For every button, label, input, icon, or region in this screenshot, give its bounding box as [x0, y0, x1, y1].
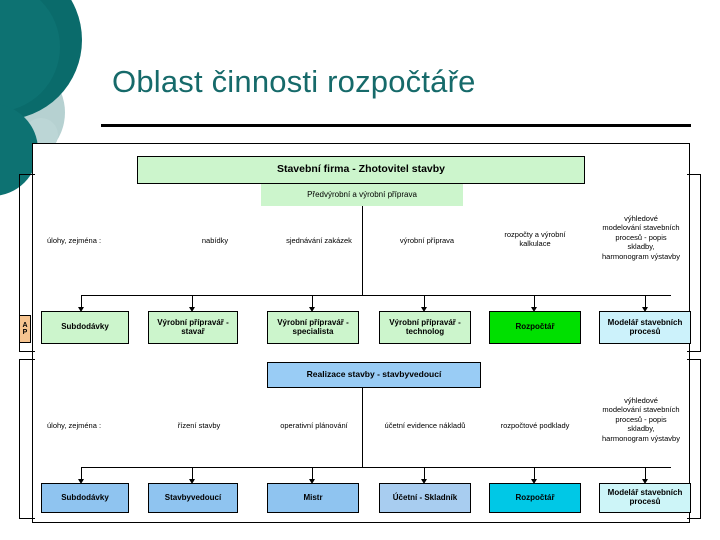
tier2-distribution-bar	[81, 467, 671, 468]
tier1-node-pripravar-stavar[interactable]: Výrobní přípravář - stavař	[148, 311, 238, 344]
tier2-node-label-2: Mistr	[303, 492, 323, 502]
tier1-node-label-2: Výrobní přípravář - specialista	[277, 317, 349, 336]
tier1-tasks-label: úlohy, zejména :	[47, 236, 102, 245]
tier1-task-label-0: nabídky	[201, 236, 229, 245]
tier2-task-label-2: účetní evidence nákladů	[384, 421, 466, 430]
tier2-node-mistr[interactable]: Mistr	[267, 483, 359, 513]
tier2-stub-0	[81, 467, 82, 481]
title-underline	[101, 124, 691, 127]
tier2-tasks-label: úlohy, zejména :	[47, 421, 102, 430]
tier1-arrow-5	[641, 307, 648, 312]
tier2-node-modelar[interactable]: Modelář stavebních procesů	[599, 483, 691, 513]
tier2-header-box[interactable]: Realizace stavby - stavbyvedoucí	[267, 362, 481, 388]
tier2-stub-5	[645, 467, 646, 481]
tier1-node-label-0: Subdodávky	[61, 322, 109, 332]
tier1-node-label-5: Modelář stavebních procesů	[607, 317, 683, 336]
tier1-header-box[interactable]: Stavební firma - Zhotovitel stavby	[137, 156, 585, 184]
tier2-arrow-1	[188, 479, 195, 484]
tier1-stub-1	[192, 295, 193, 309]
tier2-node-label-0: Subdodávky	[61, 492, 109, 502]
tier2-task-label-4: výhledové modelování stavebních procesů …	[602, 396, 680, 443]
tier2-node-ucetni-skladnik[interactable]: Účetní - Skladník	[379, 483, 471, 513]
tier1-node-rozpoctar[interactable]: Rozpočtář	[489, 311, 581, 344]
tier1-node-subdodavky[interactable]: Subdodávky	[41, 311, 129, 344]
tier2-node-stavbyvedouci[interactable]: Stavbyvedoucí	[148, 483, 238, 513]
tier2-trunk	[362, 388, 363, 468]
tier1-stub-4	[534, 295, 535, 309]
tier1-distribution-bar	[81, 295, 671, 296]
tier2-task-label-1: operativní plánování	[280, 421, 348, 430]
tier1-node-pripravar-specialista[interactable]: Výrobní přípravář - specialista	[267, 311, 359, 344]
ap-marker-line-2: P	[22, 329, 28, 336]
tier1-left-bracket	[19, 174, 35, 352]
tier1-arrow-3	[420, 307, 427, 312]
tier1-node-label-3: Výrobní přípravář - technolog	[389, 317, 461, 336]
tier2-stub-4	[534, 467, 535, 481]
tier1-stub-0	[81, 295, 82, 309]
tier1-arrow-0	[77, 307, 84, 312]
ap-marker-line-1: A	[22, 321, 28, 329]
tier2-node-label-3: Účetní - Skladník	[392, 492, 458, 502]
tier1-task-label-3: rozpočty a výrobní kalkulace	[504, 230, 566, 249]
tier2-task-label-3: rozpočtové podklady	[500, 421, 570, 430]
tier1-subheader-label: Předvýrobní a výrobní příprava	[307, 189, 417, 199]
tier2-header-label: Realizace stavby - stavbyvedoucí	[306, 369, 442, 380]
tier1-header-label: Stavební firma - Zhotovitel stavby	[276, 163, 446, 176]
tier2-stub-2	[312, 467, 313, 481]
tier1-arrow-4	[530, 307, 537, 312]
tier2-node-label-1: Stavbyvedoucí	[164, 492, 222, 502]
tier1-subheader-box[interactable]: Předvýrobní a výrobní příprava	[261, 184, 463, 206]
tier1-node-label-1: Výrobní přípravář - stavař	[157, 317, 229, 336]
tier1-right-bracket	[687, 174, 701, 352]
tier1-arrow-1	[188, 307, 195, 312]
tier1-task-label-4: výhledové modelování stavebních procesů …	[602, 214, 680, 261]
tier1-task-label-2: výrobní příprava	[399, 236, 455, 245]
tier2-left-bracket	[19, 359, 35, 519]
tier2-stub-1	[192, 467, 193, 481]
tier1-task-label-1: sjednávání zakázek	[286, 236, 352, 245]
tier1-node-label-4: Rozpočtář	[515, 322, 555, 332]
tier2-arrow-2	[308, 479, 315, 484]
ap-marker: A P	[19, 315, 31, 343]
tier1-stub-3	[424, 295, 425, 309]
decorative-circle-mid	[0, 0, 60, 112]
tier1-node-pripravar-technolog[interactable]: Výrobní přípravář - technolog	[379, 311, 471, 344]
tier2-task-label-0: řízení stavby	[177, 421, 221, 430]
tier1-arrow-2	[308, 307, 315, 312]
tier2-arrow-5	[641, 479, 648, 484]
tier1-stub-2	[312, 295, 313, 309]
tier1-trunk	[362, 206, 363, 296]
tier2-stub-3	[424, 467, 425, 481]
slide-title: Oblast činnosti rozpočtáře	[112, 64, 476, 99]
tier2-arrow-3	[420, 479, 427, 484]
tier2-node-rozpoctar[interactable]: Rozpočtář	[489, 483, 581, 513]
tier2-node-label-5: Modelář stavebních procesů	[607, 488, 683, 506]
tier2-arrow-0	[77, 479, 84, 484]
tier2-node-subdodavky[interactable]: Subdodávky	[41, 483, 129, 513]
tier2-node-label-4: Rozpočtář	[515, 492, 555, 502]
decorative-circle-large	[0, 0, 82, 120]
tier1-stub-5	[645, 295, 646, 309]
tier2-arrow-4	[530, 479, 537, 484]
tier1-node-modelar[interactable]: Modelář stavebních procesů	[599, 311, 691, 344]
org-flowchart: Stavební firma - Zhotovitel stavby Předv…	[19, 143, 701, 523]
tier2-right-bracket	[687, 359, 701, 519]
